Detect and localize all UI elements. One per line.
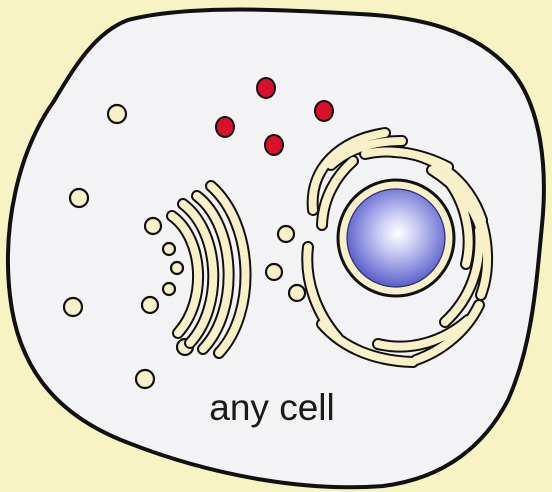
nucleus-core [347,189,445,287]
ribosome [216,117,234,137]
vesicle [266,264,282,280]
vesicle [278,226,294,242]
nucleus [338,180,454,296]
vesicle [163,243,175,255]
vesicle [171,262,183,274]
vesicle [70,189,88,207]
vesicle [163,283,175,295]
vesicle [108,105,126,123]
vesicle [136,370,154,388]
vesicle [64,298,82,316]
ribosome [257,78,275,98]
vesicle [145,218,161,234]
cell-caption: any cell [209,387,334,428]
vesicle [289,285,305,301]
ribosome [315,101,333,121]
vesicle [142,297,158,313]
ribosome [265,135,283,155]
